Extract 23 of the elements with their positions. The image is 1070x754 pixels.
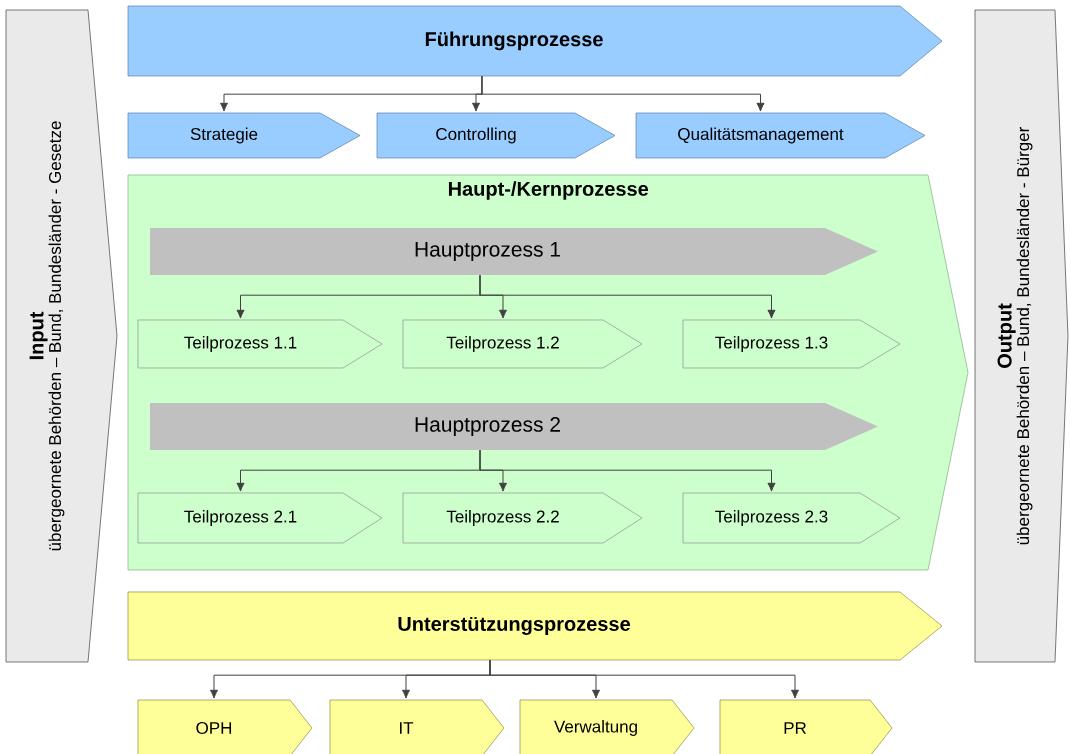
- input-box: Input übergeornete Behörden – Bund, Bundesländer - Gesetze: [5, 9, 118, 663]
- subprocess-box: Teilprozess 1.1: [137, 319, 383, 369]
- subprocess-box: Teilprozess 2.2: [402, 492, 643, 544]
- output-box: Output übergeornete Behörden – Bund, Bundesländer - Bürger: [974, 9, 1069, 663]
- process-box: OPH: [137, 699, 313, 754]
- process-box: Verwaltung: [519, 699, 695, 754]
- process-box: Qualitätsmanagement: [635, 112, 926, 159]
- arrow: [479, 274, 776, 319]
- process-box: IT: [329, 699, 505, 754]
- arrow: [479, 449, 776, 492]
- subprocess-box: Teilprozess 1.2: [402, 319, 643, 369]
- process-box: Strategie: [127, 112, 361, 159]
- process-box: PR: [719, 699, 893, 754]
- subprocess-box: Teilprozess 2.3: [682, 492, 901, 544]
- process-box: Controlling: [376, 112, 616, 159]
- arrow: [489, 659, 800, 699]
- process-box: Führungsprozesse: [127, 5, 943, 77]
- arrow: [481, 75, 765, 112]
- process-box: Unterstützungsprozesse: [127, 591, 943, 661]
- subprocess-box: Teilprozess 1.3: [682, 319, 901, 369]
- main-process-bar: Hauptprozess 2: [150, 403, 878, 450]
- subprocess-box: Teilprozess 2.1: [137, 492, 383, 544]
- main-process-bar: Hauptprozess 1: [150, 228, 878, 275]
